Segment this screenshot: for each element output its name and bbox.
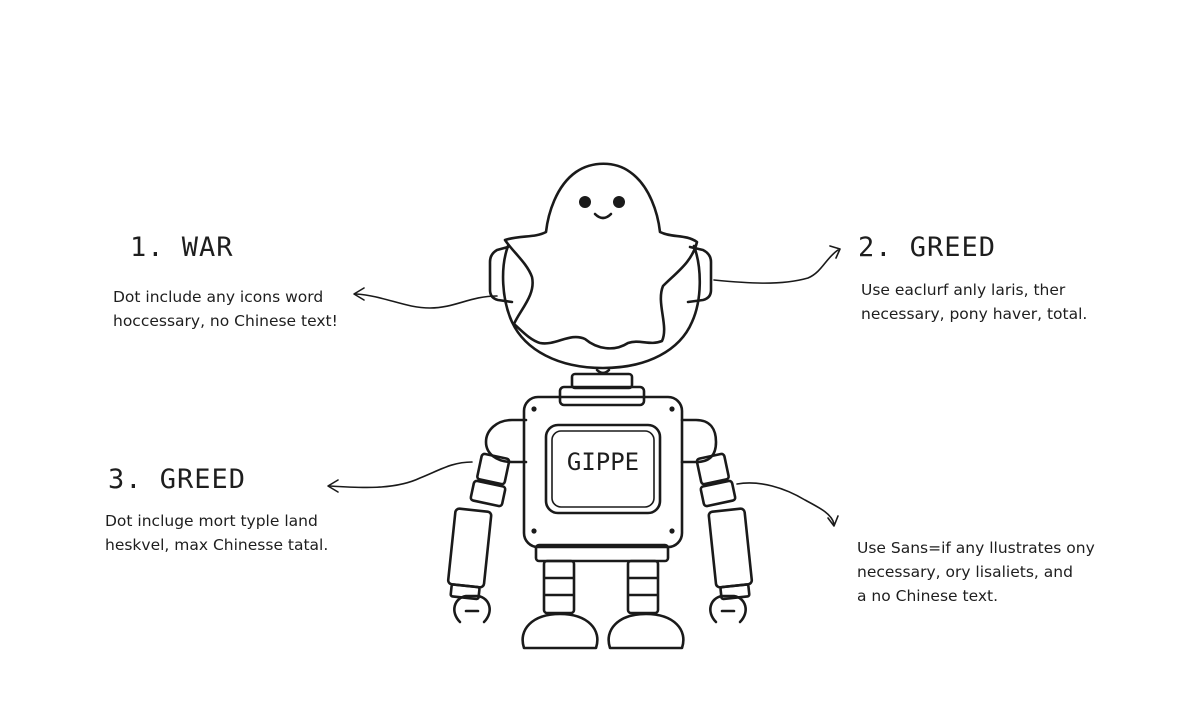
callout-2-body: Use eaclurf anly laris, ther necessary, … xyxy=(861,278,1087,326)
arrow-2 xyxy=(713,249,839,284)
callout-3-heading: 3. GREED xyxy=(108,464,246,495)
right-leg xyxy=(607,559,685,650)
left-claw xyxy=(453,594,491,624)
right-foot xyxy=(607,612,685,650)
callout-arrows xyxy=(327,245,841,527)
torso-body xyxy=(522,395,684,549)
callout-1-heading: 1. WAR xyxy=(130,232,234,263)
right-shoulder xyxy=(680,418,718,464)
left-eye xyxy=(579,196,591,208)
callout-2-line-1: Use eaclurf anly laris, ther xyxy=(861,281,1066,299)
robot-neck xyxy=(558,368,646,407)
right-ear xyxy=(686,245,713,304)
callout-2-heading: 2. GREED xyxy=(858,232,996,263)
callout-2-title: GREED xyxy=(909,232,997,263)
robot-torso xyxy=(484,395,718,563)
callout-4-line-3: a no Chinese text. xyxy=(857,587,999,605)
robot-head xyxy=(488,162,713,370)
callout-1-line-2: hoccessary, no Chinese text! xyxy=(113,312,338,330)
callout-1-title: WAR xyxy=(181,232,234,263)
ghost-cloth xyxy=(503,162,699,350)
callout-3-line-2: heskvel, max Chinesse tatal. xyxy=(105,536,329,554)
callout-3-line-1: Dot incluge mort typle land xyxy=(105,512,318,530)
left-foot xyxy=(521,612,599,650)
callout-3-title: GREED xyxy=(159,464,247,495)
chest-plate xyxy=(544,423,662,515)
arrow-4 xyxy=(736,482,835,525)
smile xyxy=(593,212,613,220)
callout-2-line-2: necessary, pony haver, total. xyxy=(861,305,1088,323)
left-arm xyxy=(446,452,511,624)
callout-3-body: Dot incluge mort typle land heskvel, max… xyxy=(105,509,328,557)
callout-1-number: 1. xyxy=(130,232,165,263)
arrow-3 xyxy=(329,461,473,489)
arrow-1 xyxy=(355,293,498,309)
callout-2-number: 2. xyxy=(858,232,893,263)
callout-1-line-1: Dot include any icons word xyxy=(113,288,324,306)
right-eye xyxy=(613,196,625,208)
callout-4-line-1: Use Sans=if any llustrates ony xyxy=(857,539,1095,557)
left-shoulder xyxy=(484,418,528,464)
left-ear xyxy=(488,245,514,304)
head-dome xyxy=(501,244,702,370)
left-leg xyxy=(521,559,599,650)
chest-label: GIPPE xyxy=(566,448,640,476)
waist xyxy=(534,543,670,563)
callout-4-line-2: necessary, ory lisaliets, and xyxy=(857,563,1073,581)
callout-3-number: 3. xyxy=(108,464,143,495)
right-arm xyxy=(695,452,754,624)
right-claw xyxy=(709,594,747,624)
callout-1-body: Dot include any icons word hoccessary, n… xyxy=(113,285,338,333)
callout-4-body: Use Sans=if any llustrates ony necessary… xyxy=(857,536,1095,608)
